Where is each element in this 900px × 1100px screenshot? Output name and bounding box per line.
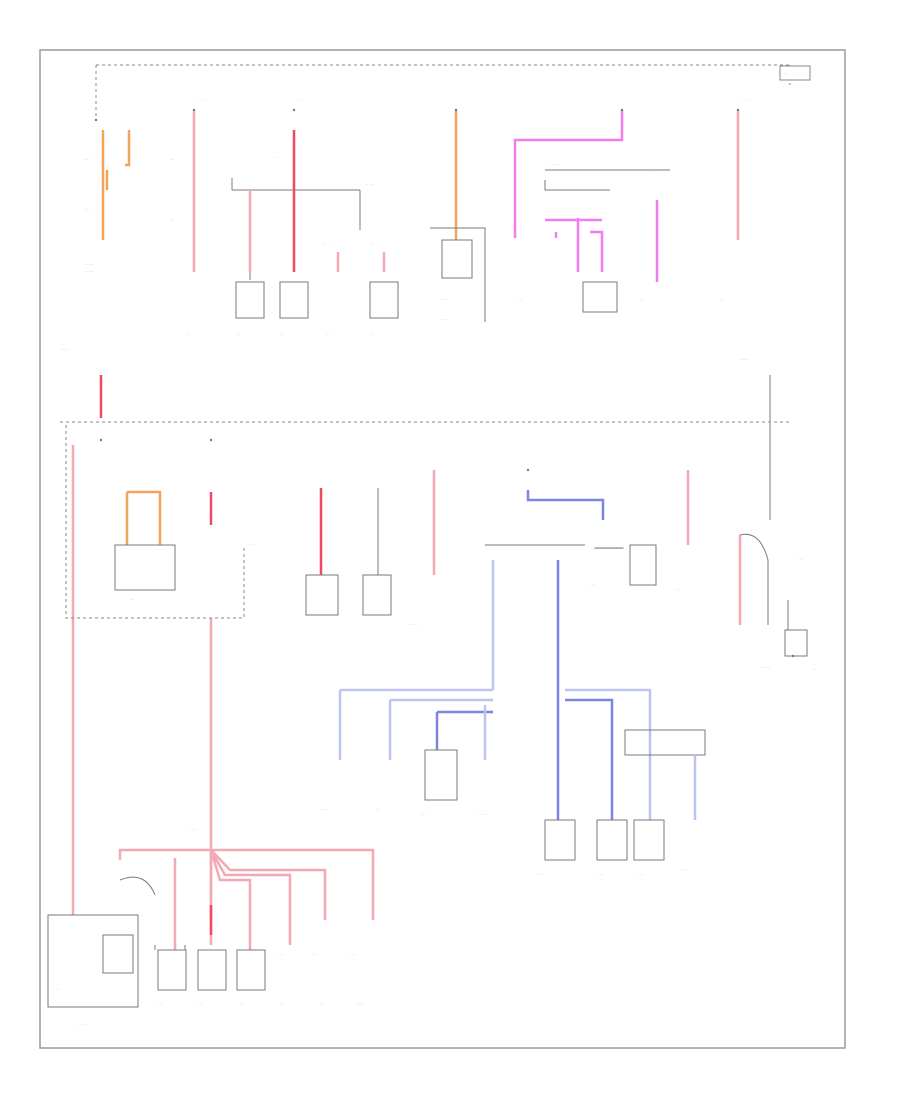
svg-text:.........: ......... bbox=[60, 347, 69, 351]
component-box-10 bbox=[784, 629, 808, 657]
svg-text:.....: ..... bbox=[320, 1002, 325, 1006]
component-box-14 bbox=[633, 819, 665, 861]
svg-text:.....: ..... bbox=[280, 332, 285, 336]
svg-text:.......: ....... bbox=[190, 827, 197, 831]
svg-text:....: .... bbox=[170, 157, 174, 161]
svg-text:.....: ..... bbox=[240, 1002, 245, 1006]
svg-text:.....: ..... bbox=[54, 987, 59, 991]
svg-text:...........: ........... bbox=[760, 665, 771, 669]
fuse-block-top: .... bbox=[779, 65, 811, 81]
svg-text:........: ........ bbox=[478, 812, 486, 816]
component-box-12 bbox=[544, 819, 576, 861]
wire-lblue-h2 bbox=[388, 698, 493, 760]
svg-text:......: ...... bbox=[598, 872, 604, 876]
component-box-11 bbox=[424, 749, 458, 801]
svg-text:.....: ..... bbox=[236, 332, 241, 336]
svg-text:........: ........ bbox=[320, 807, 328, 811]
svg-text:.....: ..... bbox=[312, 952, 317, 956]
component-box-6 bbox=[305, 574, 339, 616]
svg-text:..........: .......... bbox=[84, 262, 94, 266]
diagram-frame bbox=[39, 49, 846, 1049]
svg-text:.... ..: .... .. bbox=[250, 542, 257, 546]
svg-text:.......: ....... bbox=[440, 317, 447, 321]
svg-text:.....: ..... bbox=[325, 332, 330, 336]
svg-text:.....: ..... bbox=[720, 297, 725, 301]
wire-pink-fan bbox=[118, 848, 375, 950]
svg-text:.....: ..... bbox=[518, 297, 523, 301]
connector-dots bbox=[94, 108, 795, 658]
svg-text:.........: ......... bbox=[740, 357, 749, 361]
svg-text:.. ....: .. .... bbox=[742, 97, 749, 101]
wire-blue-1 bbox=[526, 490, 605, 520]
svg-text:....: .... bbox=[170, 217, 174, 221]
svg-text:..... ....: ..... .... bbox=[550, 162, 560, 166]
component-box-9 bbox=[629, 544, 657, 586]
svg-text:.....: ..... bbox=[798, 557, 803, 561]
svg-text:.....: ..... bbox=[638, 872, 643, 876]
component-box-17 bbox=[197, 949, 227, 991]
wire-lblue-h1 bbox=[338, 688, 493, 760]
svg-text:.... ..: .... .. bbox=[84, 207, 91, 211]
svg-text:.....: ..... bbox=[650, 167, 655, 171]
svg-text:.....: ..... bbox=[350, 952, 355, 956]
svg-text:....: .... bbox=[275, 155, 279, 159]
svg-text:.. ....: .. .... bbox=[198, 97, 205, 101]
component-box-4 bbox=[441, 239, 473, 279]
wire-blue-5 bbox=[565, 698, 614, 820]
component-box-1 bbox=[235, 281, 265, 319]
svg-text:.......: ....... bbox=[680, 867, 687, 871]
svg-text:.......: ....... bbox=[538, 872, 545, 876]
component-box-7 bbox=[362, 574, 392, 616]
svg-text:.....: ..... bbox=[198, 1002, 203, 1006]
bottom-section: ....... ..... ..... ..... ..... ..... ..… bbox=[47, 827, 375, 1026]
svg-text:..... ..: ..... .. bbox=[322, 242, 330, 246]
svg-text:......: ...... bbox=[375, 807, 381, 811]
svg-text:..... ..: ..... .. bbox=[370, 242, 378, 246]
wire-magenta-2 bbox=[545, 218, 604, 272]
svg-text:.....: ..... bbox=[280, 1002, 285, 1006]
relay-box bbox=[114, 544, 176, 591]
svg-text:.....: ..... bbox=[158, 1002, 163, 1006]
svg-text:.......: ....... bbox=[440, 297, 447, 301]
svg-text:.... ..: .... .. bbox=[84, 157, 91, 161]
lower-blue-section: ........ ...... ...... ........ ....... … bbox=[320, 688, 706, 876]
component-box-2 bbox=[279, 281, 309, 319]
wire-magenta-1 bbox=[513, 110, 624, 238]
wire-orange-5 bbox=[125, 490, 162, 545]
svg-text:........: ........ bbox=[410, 622, 418, 626]
svg-text:..... ..: ..... .. bbox=[78, 1022, 86, 1026]
svg-text:....: .... bbox=[812, 667, 816, 671]
middle-section: ......... ......... .... .... .. .......… bbox=[60, 347, 816, 915]
svg-text:....: .... bbox=[130, 597, 134, 601]
svg-text:.....: ..... bbox=[640, 297, 645, 301]
component-box-3 bbox=[369, 281, 399, 319]
component-box-18 bbox=[236, 949, 266, 991]
wire-blue-4 bbox=[435, 710, 493, 750]
svg-text:....: .... bbox=[784, 71, 788, 75]
svg-text:........: ........ bbox=[356, 1002, 364, 1006]
component-box-16 bbox=[157, 949, 187, 991]
svg-text:.....: ..... bbox=[590, 582, 595, 586]
wire-lblue-h3 bbox=[565, 688, 652, 820]
svg-text:..........: .......... bbox=[84, 269, 94, 273]
component-box-13 bbox=[596, 819, 628, 861]
svg-text:......: ...... bbox=[420, 812, 426, 816]
svg-text:.....: ..... bbox=[186, 332, 191, 336]
component-box-15 bbox=[102, 934, 134, 974]
top-section: .... .... .. .... .. .......... ........… bbox=[84, 64, 811, 336]
wire-orange-2 bbox=[125, 130, 131, 167]
svg-text:... .....: ... ..... bbox=[365, 182, 374, 186]
bus-bar-1 bbox=[231, 178, 361, 280]
component-box-5 bbox=[582, 281, 618, 313]
svg-text:.....: ..... bbox=[278, 952, 283, 956]
svg-text:.....: ..... bbox=[675, 587, 680, 591]
svg-text:.....: ..... bbox=[370, 332, 375, 336]
svg-text:.. ....: .. .... bbox=[298, 97, 305, 101]
